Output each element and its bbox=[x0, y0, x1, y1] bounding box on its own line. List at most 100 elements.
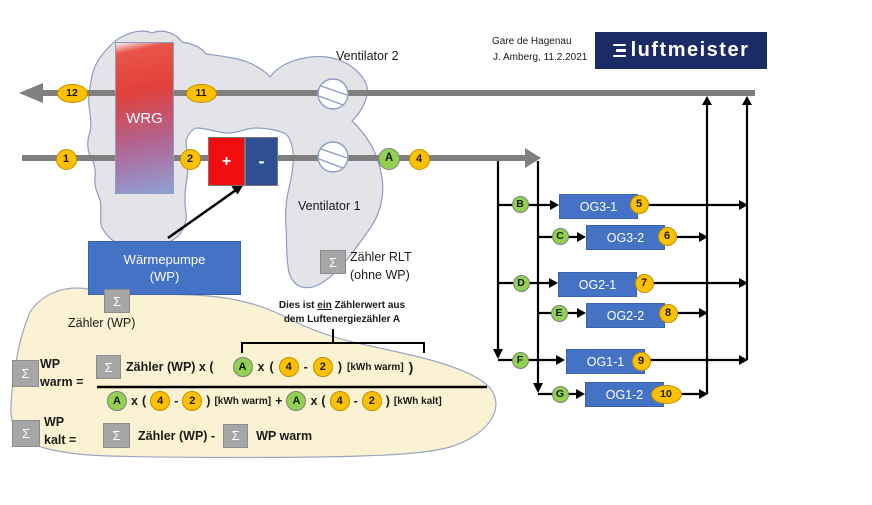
sigma-numerator-icon: Σ bbox=[96, 355, 121, 379]
wp-kalt-label: WP kalt = bbox=[44, 413, 76, 449]
token-times: x bbox=[131, 394, 138, 408]
heater-plus-block: + bbox=[208, 137, 245, 186]
meter-8: 8 bbox=[658, 303, 678, 323]
wp-warm-label: WP warm = bbox=[40, 355, 83, 391]
unit-og2-1: OG2-1 bbox=[558, 272, 637, 297]
formula-kalt-expression: Σ Zähler (WP) - Σ WP warm bbox=[103, 423, 313, 448]
unit-og2-2: OG2-2 bbox=[586, 303, 665, 328]
annotation-pre: Dies ist bbox=[278, 300, 315, 311]
kalt-term1: Zähler (WP) - bbox=[138, 428, 216, 443]
unit-label: OG1-1 bbox=[586, 354, 625, 369]
fan1-label: Ventilator 1 bbox=[298, 199, 361, 213]
token-meter-2: 2 bbox=[361, 391, 382, 411]
sensor-e: E bbox=[550, 304, 568, 322]
sigma-kalt-term1-icon: Σ bbox=[103, 423, 130, 448]
author-date: J. Amberg, 11.2.2021 bbox=[493, 52, 588, 63]
annotation-line2: dem Luftenergiezähler A bbox=[283, 314, 401, 325]
token-meter-4: 4 bbox=[278, 357, 299, 377]
token-open-paren: ( bbox=[321, 394, 326, 408]
wp-warm-line2: warm = bbox=[40, 375, 84, 389]
meter-10: 10 bbox=[650, 384, 682, 404]
logo-wordmark: luftmeister bbox=[630, 39, 750, 61]
meter-4: 4 bbox=[408, 148, 430, 170]
numerator-prefix: Zähler (WP) x ( bbox=[126, 360, 214, 374]
meter-wp-label: Zähler (WP) bbox=[68, 316, 136, 330]
token-minus: - bbox=[353, 394, 358, 408]
heat-pump-label-line2: (WP) bbox=[149, 269, 180, 284]
pipe-arrow-right-icon bbox=[525, 148, 541, 168]
unit-label: OG2-2 bbox=[606, 308, 645, 323]
sensor-d: D bbox=[512, 274, 530, 292]
unit-kwh-warm: [kWh warm] bbox=[214, 395, 272, 407]
wp-warm-line1: WP bbox=[40, 357, 61, 371]
formula-cloud bbox=[10, 287, 497, 459]
meter-11: 11 bbox=[185, 83, 217, 103]
token-sensor-a: A bbox=[232, 357, 253, 377]
meter-6: 6 bbox=[657, 226, 677, 246]
sigma-warm-icon: Σ bbox=[12, 360, 39, 387]
annotation-post: Zählerwert aus bbox=[334, 300, 406, 311]
logo-wind-icon bbox=[612, 43, 626, 58]
logo: luftmeister bbox=[595, 32, 767, 69]
token-sensor-a: A bbox=[107, 391, 127, 411]
token-sensor-a: A bbox=[286, 391, 307, 411]
project-title: Gare de Hagenau bbox=[492, 36, 572, 47]
token-plus: + bbox=[275, 394, 283, 408]
unit-kwh-warm: [kWh warm] bbox=[346, 361, 404, 373]
token-minus: - bbox=[174, 394, 179, 408]
heat-pump-arrow bbox=[167, 184, 244, 240]
token-open-paren: ( bbox=[269, 360, 274, 374]
unit-label: OG2-1 bbox=[578, 277, 617, 292]
formula-numerator: Σ Zähler (WP) x ( A x ( 4 - 2 ) [kWh war… bbox=[96, 354, 413, 380]
unit-label: OG3-2 bbox=[606, 230, 645, 245]
unit-kwh-kalt: [kWh kalt] bbox=[393, 395, 442, 407]
formula-denominator: A x ( 4 - 2 ) [kWh warm] + A x ( 4 - 2 )… bbox=[107, 390, 442, 412]
meter-rlt-label-line2: (ohne WP) bbox=[350, 268, 410, 282]
token-close-paren: ) bbox=[385, 394, 390, 408]
meter-5: 5 bbox=[629, 194, 649, 214]
energy-sensor-a: A bbox=[378, 148, 400, 170]
meter-12: 12 bbox=[56, 83, 88, 103]
meter-2: 2 bbox=[179, 148, 201, 170]
kalt-term2: WP warm bbox=[256, 428, 313, 443]
fan2-icon bbox=[317, 78, 349, 110]
unit-label: OG1-2 bbox=[605, 387, 644, 402]
meter-9: 9 bbox=[631, 351, 651, 371]
arrowheads bbox=[493, 96, 752, 399]
cooler-minus-block: - bbox=[245, 137, 278, 186]
token-minus: - bbox=[303, 360, 308, 374]
token-close-paren-outer: ) bbox=[408, 359, 414, 375]
sigma-meter-rlt-icon: Σ bbox=[320, 250, 346, 274]
token-meter-2: 2 bbox=[312, 357, 333, 377]
wrg-label: WRG bbox=[126, 109, 163, 127]
unit-label: OG3-1 bbox=[579, 199, 618, 214]
token-meter-2: 2 bbox=[182, 391, 203, 411]
token-times: x bbox=[257, 360, 265, 374]
fan2-label: Ventilator 2 bbox=[336, 49, 399, 63]
sensor-g: G bbox=[551, 385, 569, 403]
sigma-kalt-icon: Σ bbox=[12, 420, 40, 447]
sigma-meter-wp-icon: Σ bbox=[104, 289, 130, 313]
unit-og3-1: OG3-1 bbox=[559, 194, 638, 219]
heat-pump-label-line1: Wärmepumpe bbox=[123, 252, 206, 267]
annotation-underlined-word: ein bbox=[317, 300, 332, 311]
wp-kalt-line2: kalt = bbox=[44, 433, 77, 447]
token-meter-4: 4 bbox=[329, 391, 350, 411]
pipe-arrow-left-icon bbox=[19, 83, 43, 103]
sensor-c: C bbox=[551, 227, 569, 245]
token-open-paren: ( bbox=[141, 394, 147, 408]
meter-1: 1 bbox=[55, 148, 77, 170]
meter-7: 7 bbox=[634, 273, 654, 293]
annotation-brace bbox=[241, 329, 425, 353]
sensor-b: B bbox=[511, 195, 529, 213]
fan1-icon bbox=[317, 141, 349, 173]
annotation-note: Dies ist ein Zählerwert aus dem Luftener… bbox=[262, 299, 422, 327]
token-meter-4: 4 bbox=[150, 391, 171, 411]
heat-pump-box: Wärmepumpe (WP) bbox=[88, 241, 241, 295]
token-close-paren: ) bbox=[206, 394, 211, 408]
unit-og3-2: OG3-2 bbox=[586, 225, 665, 250]
token-close-paren: ) bbox=[337, 360, 342, 374]
sensor-f: F bbox=[511, 351, 529, 369]
meter-rlt-label-line1: Zähler RLT bbox=[350, 250, 412, 264]
